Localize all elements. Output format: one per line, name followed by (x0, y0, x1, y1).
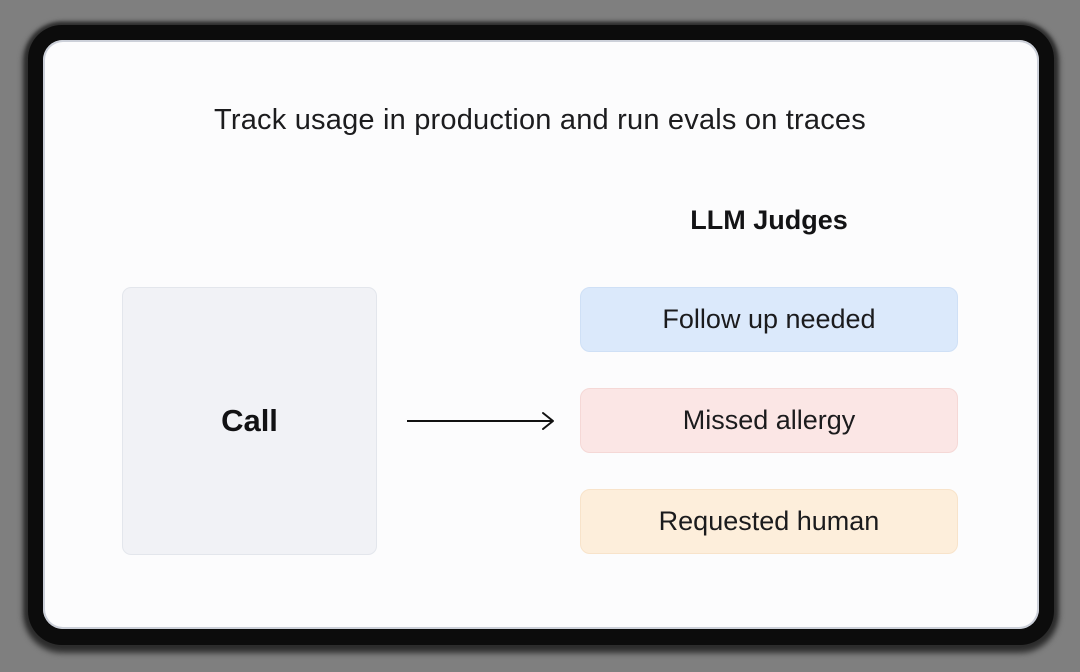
right-arrow-icon (407, 412, 554, 430)
judge-chip-label: Missed allergy (682, 405, 856, 435)
judge-chip-label: Follow up needed (662, 304, 876, 334)
page-title: Track usage in production and run evals … (214, 104, 866, 136)
judge-chip-label: Requested human (658, 506, 880, 536)
call-node-label: Call (221, 403, 278, 438)
call-node: Call (122, 287, 377, 555)
judge-chip-missed-allergy: Missed allergy (580, 388, 958, 453)
judge-chip-requested-human: Requested human (580, 489, 958, 554)
llm-judges-heading: LLM Judges (690, 205, 848, 235)
judge-chip-follow-up: Follow up needed (580, 287, 958, 352)
